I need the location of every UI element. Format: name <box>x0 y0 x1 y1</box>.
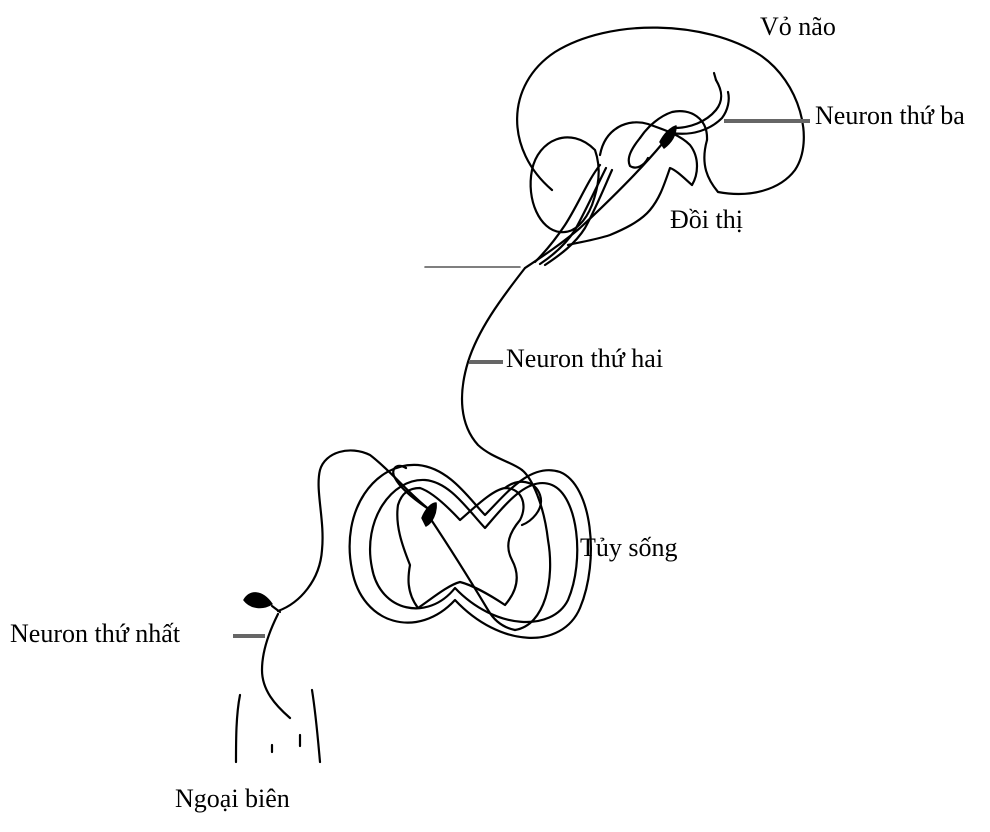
first-neuron-peripheral-axon <box>262 614 290 718</box>
spinal-cord-label: Tủy sống <box>580 533 678 563</box>
brainstem-right-edge <box>545 170 612 265</box>
periphery-limb-right <box>312 690 320 762</box>
cerebral-cortex-outline <box>517 28 804 194</box>
third-neuron-axon <box>674 80 721 128</box>
second-neuron-crossing-fibre <box>430 518 515 630</box>
first-neuron-cell-body <box>244 593 272 608</box>
thalamus-label: Đồi thị <box>670 205 743 235</box>
third-neuron-dendrite <box>714 73 716 80</box>
periphery-label: Ngoại biên <box>175 784 290 814</box>
brainstem-inner-line <box>540 168 606 264</box>
first-neuron-axon <box>278 450 430 611</box>
third-neuron-label: Neuron thứ ba <box>815 101 965 131</box>
second-neuron-label: Neuron thứ hai <box>506 344 663 374</box>
first-neuron-stem <box>272 606 280 612</box>
spinal-cord-outer-outline <box>350 465 591 638</box>
cortex-label: Vỏ não <box>760 12 836 42</box>
periphery-limb-left <box>236 695 240 762</box>
first-neuron-label: Neuron thứ nhất <box>10 619 180 649</box>
